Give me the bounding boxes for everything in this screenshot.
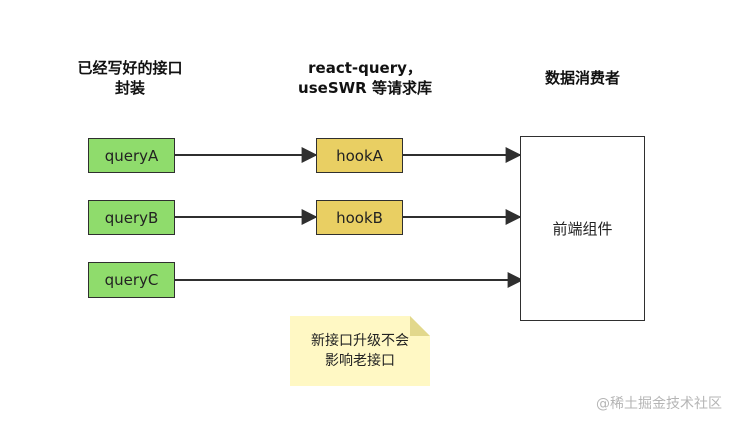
upgrade-note-line1: 新接口升级不会 xyxy=(311,333,409,349)
hook-b-box: hookB xyxy=(316,200,403,235)
query-b-label: queryB xyxy=(104,208,159,227)
hook-a-box: hookA xyxy=(316,138,403,173)
frontend-component-label: 前端组件 xyxy=(552,220,613,238)
heading-data-consumer: 数据消费者 xyxy=(520,68,645,88)
watermark: @稀土掘金技术社区 xyxy=(596,396,722,412)
upgrade-note: 新接口升级不会 影响老接口 xyxy=(290,316,430,386)
heading-request-libs-line1: react-query， xyxy=(308,59,422,77)
heading-interfaces-line2: 封装 xyxy=(114,79,145,97)
frontend-component-box: 前端组件 xyxy=(520,136,645,321)
query-a-box: queryA xyxy=(88,138,175,173)
query-b-box: queryB xyxy=(88,200,175,235)
query-c-box: queryC xyxy=(88,262,175,298)
heading-request-libs: react-query， useSWR 等请求库 xyxy=(280,58,450,98)
hook-b-label: hookB xyxy=(336,208,383,227)
query-c-label: queryC xyxy=(104,271,159,289)
heading-data-consumer-line1: 数据消费者 xyxy=(544,69,620,87)
heading-interfaces-line1: 已经写好的接口 xyxy=(77,59,183,77)
hook-a-label: hookA xyxy=(336,146,383,165)
upgrade-note-line2: 影响老接口 xyxy=(325,353,395,369)
heading-interfaces: 已经写好的接口 封装 xyxy=(60,58,200,98)
heading-request-libs-line2: useSWR 等请求库 xyxy=(298,79,432,97)
query-a-label: queryA xyxy=(104,146,159,165)
